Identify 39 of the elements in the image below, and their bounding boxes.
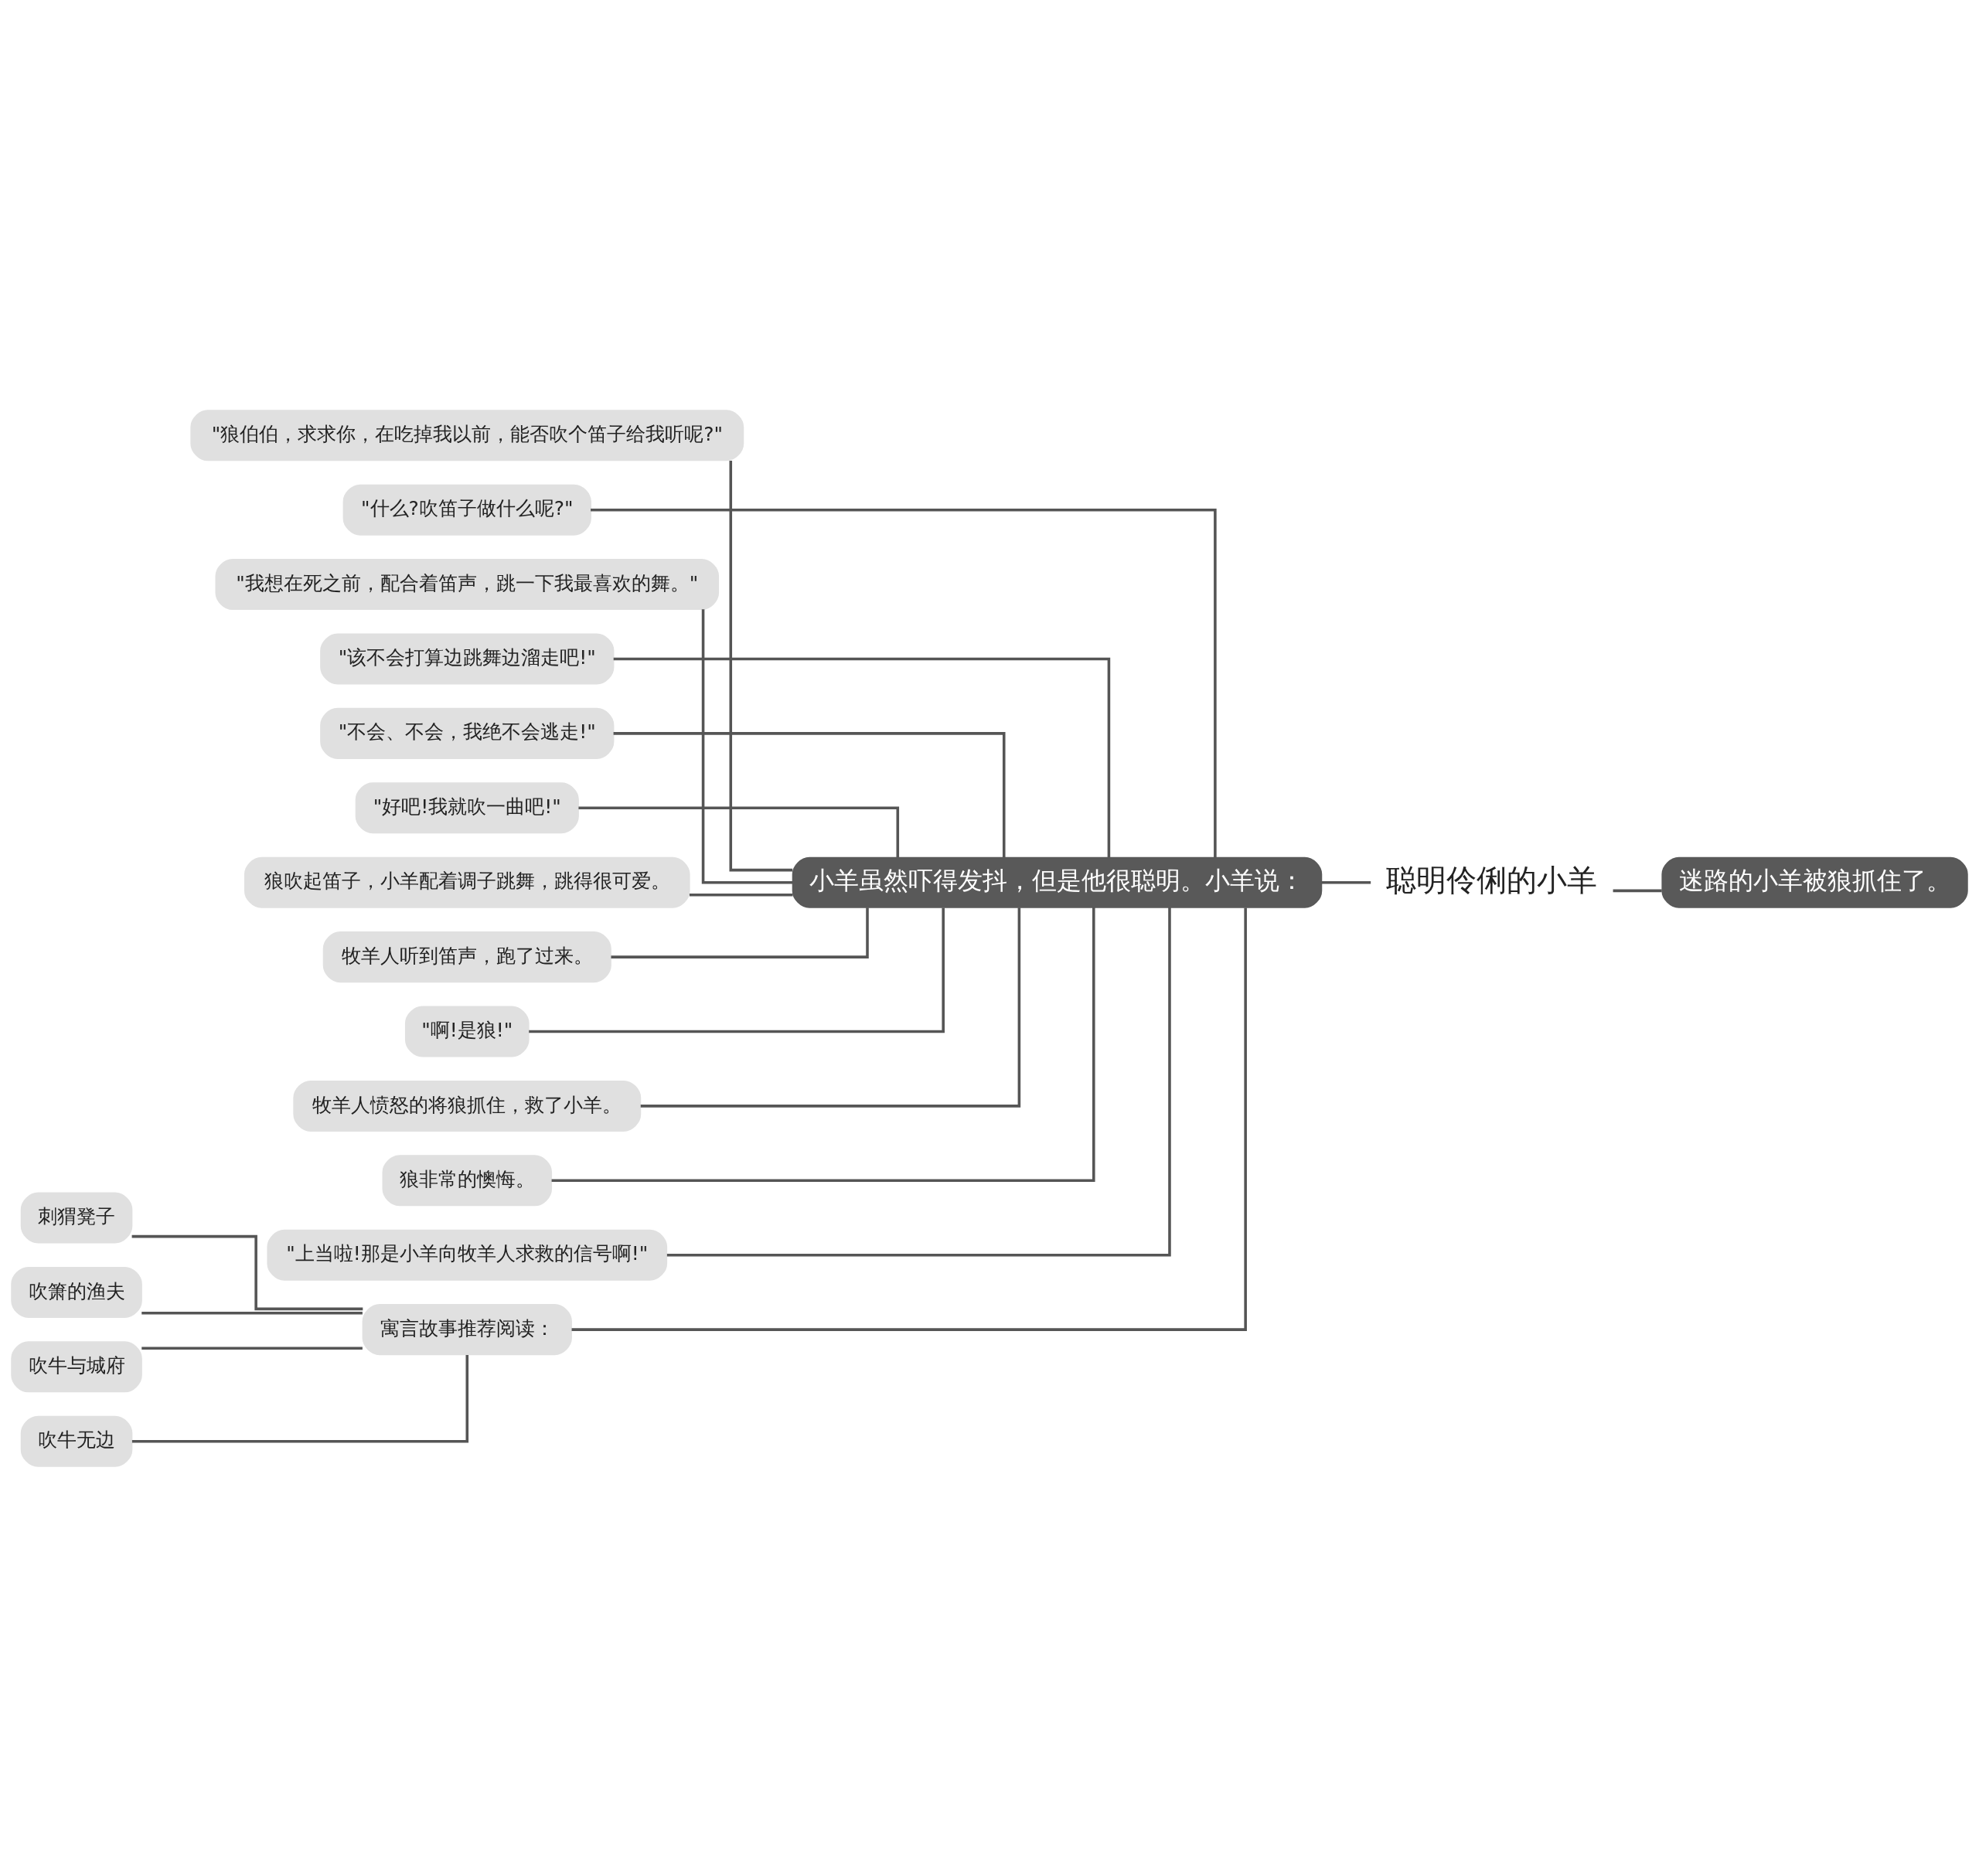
node-box: 小羊虽然吓得发抖，但是他很聪明。小羊说： <box>792 856 1323 908</box>
node-box: "我想在死之前，配合着笛声，跳一下我最喜欢的舞。" <box>215 558 720 610</box>
node-text: 聪明伶俐的小羊 <box>1386 862 1598 897</box>
node-box: "狼伯伯，求求你，在吃掉我以前，能否吹个笛子给我听呢?" <box>190 409 744 461</box>
node-box: "什么?吹笛子做什么呢?" <box>342 484 591 536</box>
connector <box>1613 889 1662 892</box>
node-box: 迷路的小羊被狼抓住了。 <box>1661 856 1968 908</box>
connector <box>613 657 1111 857</box>
connector <box>578 806 900 857</box>
node-box: "上当啦!那是小羊向牧羊人求救的信号啊!" <box>267 1229 668 1281</box>
node-box: "啊!是狼!" <box>404 1005 530 1057</box>
connector <box>551 907 1095 1182</box>
connector <box>611 907 869 958</box>
node-box: 牧羊人听到笛声，跑了过来。 <box>322 931 611 982</box>
node-box: 寓言故事推荐阅读： <box>362 1303 572 1355</box>
node-box: 吹牛与城府 <box>11 1340 142 1392</box>
connector <box>689 893 793 897</box>
node-box: 刺猬凳子 <box>20 1192 133 1244</box>
connector <box>571 907 1247 1331</box>
node-box: 吹牛无边 <box>20 1415 133 1467</box>
connector <box>529 907 945 1033</box>
connector <box>131 1234 363 1310</box>
connector <box>141 1311 363 1314</box>
connector <box>729 460 793 871</box>
node-box: 吹箫的渔夫 <box>11 1266 142 1318</box>
connector <box>640 907 1021 1108</box>
node-box: "不会、不会，我绝不会逃走!" <box>320 707 615 759</box>
connector <box>1321 880 1371 884</box>
node-box: 狼吹起笛子，小羊配着调子跳舞，跳得很可爱。 <box>244 856 690 908</box>
connector <box>131 1354 469 1442</box>
node-box: 狼非常的懊悔。 <box>382 1154 553 1206</box>
node-box: "好吧!我就吹一曲吧!" <box>355 781 579 833</box>
node-box: 牧羊人愤怒的将狼抓住，救了小羊。 <box>293 1080 642 1132</box>
connector <box>591 508 1217 857</box>
connector <box>141 1346 363 1350</box>
connector <box>666 907 1171 1256</box>
node-box: "该不会打算边跳舞边溜走吧!" <box>320 632 615 684</box>
connector <box>701 608 793 884</box>
connector <box>613 731 1006 857</box>
